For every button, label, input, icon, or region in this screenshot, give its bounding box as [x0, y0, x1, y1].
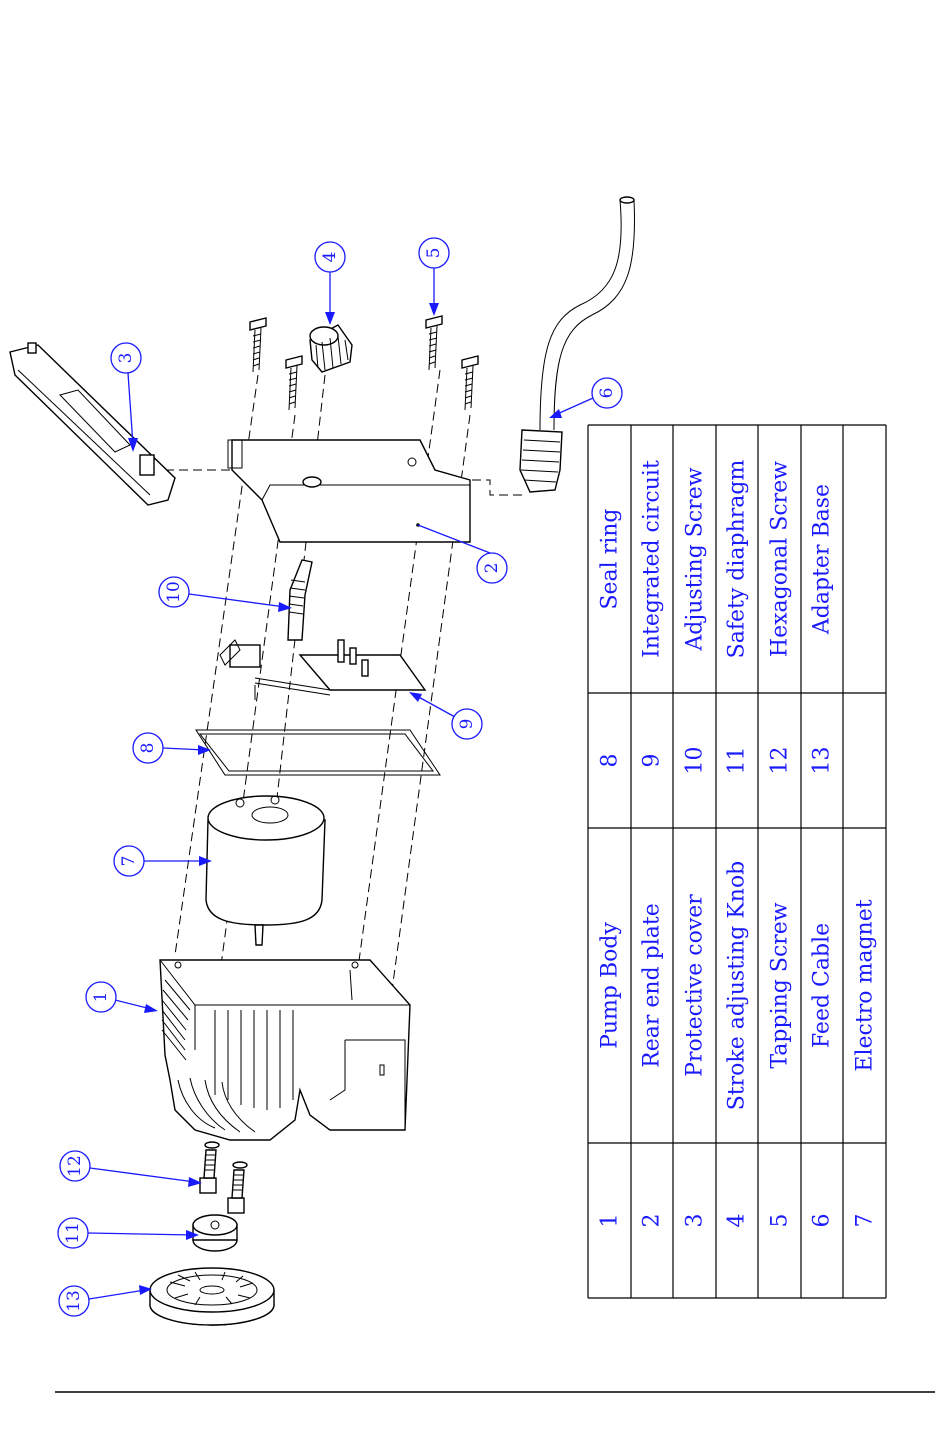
- callout-4: 4: [315, 242, 345, 325]
- tapping-screws-part: [250, 316, 478, 410]
- adjusting-screw-part: [288, 560, 312, 640]
- part-name: Safety diaphragm: [725, 460, 750, 659]
- integrated-circuit-part: [220, 640, 425, 700]
- parts-table-cells: 1 Pump Body 2 Rear end plate 3 Protective cov…: [598, 460, 878, 1228]
- part-number: 7: [853, 1214, 878, 1228]
- part-name: Integrated circuit: [640, 460, 665, 658]
- callout-8: 8: [133, 733, 211, 763]
- part-number: 11: [725, 747, 750, 775]
- part-number: 1: [598, 1214, 623, 1228]
- part-name: Hexagonal Screw: [768, 461, 793, 657]
- callout-5: 5: [419, 238, 449, 316]
- electro-magnet-part: [206, 796, 325, 945]
- callout-7: 7: [114, 846, 212, 876]
- part-number: 8: [598, 754, 623, 768]
- svg-text:11: 11: [63, 1222, 83, 1244]
- seal-ring-part: [196, 730, 440, 775]
- callout-9: 9: [409, 692, 482, 739]
- part-name: Electro magnet: [853, 899, 878, 1071]
- stroke-knob-part: [310, 325, 352, 372]
- callout-12: 12: [60, 1151, 202, 1187]
- part-number: 10: [683, 747, 708, 775]
- svg-text:9: 9: [457, 719, 477, 730]
- part-number: 12: [768, 747, 793, 775]
- part-number: 13: [810, 747, 835, 775]
- safety-diaphragm-part: [193, 1215, 237, 1251]
- part-name: Rear end plate: [640, 903, 665, 1068]
- part-name: Protective cover: [683, 894, 708, 1077]
- svg-text:13: 13: [64, 1290, 84, 1312]
- svg-text:7: 7: [119, 856, 139, 867]
- svg-text:6: 6: [597, 388, 617, 399]
- hexagonal-screws-part: [200, 1142, 247, 1213]
- part-number: 3: [683, 1214, 708, 1228]
- part-name: Tapping Screw: [768, 902, 793, 1068]
- svg-text:10: 10: [164, 581, 184, 603]
- part-number: 4: [725, 1214, 750, 1228]
- pump-body-part: [160, 960, 410, 1140]
- adapter-base-part: [150, 1268, 274, 1325]
- part-name: Seal ring: [598, 508, 623, 609]
- svg-text:3: 3: [116, 353, 136, 364]
- part-name: Adjusting Screw: [683, 467, 708, 651]
- part-number: 9: [640, 754, 665, 768]
- part-name: Adapter Base: [810, 484, 835, 635]
- callout-13: 13: [59, 1285, 152, 1316]
- callout-6: 6: [549, 378, 622, 418]
- protective-cover-part: [10, 343, 175, 505]
- part-number: 6: [810, 1214, 835, 1228]
- part-number: 2: [640, 1214, 665, 1228]
- callout-1: 1: [86, 982, 158, 1013]
- callouts: 1 2 3 4 5 6: [58, 238, 622, 1316]
- part-name: Feed Cable: [810, 923, 835, 1048]
- part-name: Pump Body: [598, 922, 623, 1049]
- svg-text:5: 5: [424, 248, 444, 259]
- part-name: Stroke adjusting Knob: [725, 861, 750, 1111]
- svg-text:12: 12: [65, 1155, 85, 1177]
- svg-text:4: 4: [320, 252, 340, 263]
- feed-cable-part: [520, 197, 635, 492]
- svg-text:2: 2: [482, 563, 502, 574]
- svg-text:1: 1: [91, 992, 111, 1003]
- part-number: 5: [768, 1214, 793, 1228]
- svg-text:8: 8: [138, 743, 158, 754]
- callout-11: 11: [58, 1218, 199, 1248]
- rear-end-plate-part: [228, 440, 470, 542]
- parts-table: 1 Pump Body 2 Rear end plate 3 Protective cov…: [588, 425, 886, 1298]
